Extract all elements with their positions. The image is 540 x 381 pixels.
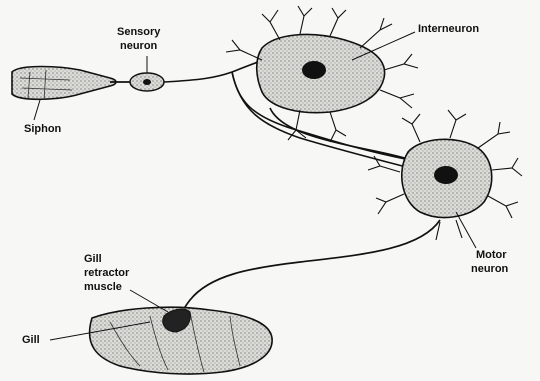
label-sensory-2: neuron: [120, 40, 158, 52]
label-motor-2: neuron: [471, 263, 509, 275]
label-gill: Gill: [22, 334, 40, 346]
motor-axon: [176, 220, 440, 324]
label-motor-1: Motor: [476, 249, 507, 261]
label-sensory-1: Sensory: [117, 26, 161, 38]
label-siphon: Siphon: [24, 123, 62, 135]
label-interneuron: Interneuron: [418, 23, 479, 35]
label-gill-retractor-3: muscle: [84, 281, 122, 293]
gill-structure: [90, 307, 273, 374]
siphon-structure: [12, 67, 116, 101]
label-gill-retractor-1: Gill: [84, 253, 102, 265]
label-gill-retractor-2: retractor: [84, 267, 130, 279]
motor-neuron-cell: [368, 110, 522, 240]
sensory-neuron-cell: [110, 73, 164, 91]
